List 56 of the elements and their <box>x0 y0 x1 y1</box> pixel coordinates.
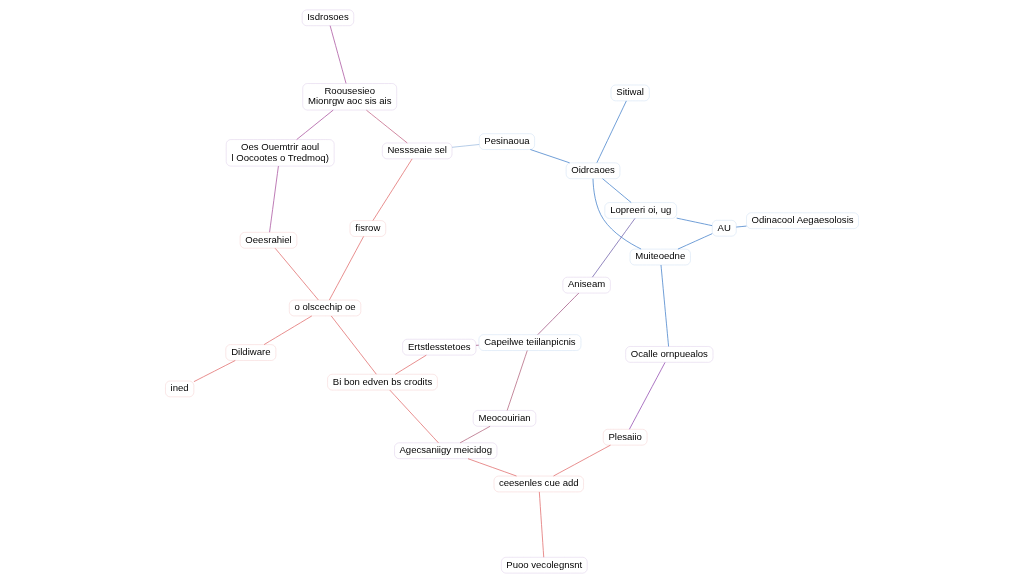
connector <box>296 109 334 140</box>
node-box: Oidrcaoes <box>565 162 621 179</box>
node-box: Muiteoedne <box>629 248 691 266</box>
node-box: ined <box>165 380 195 398</box>
node-box: ceesenles cue add <box>493 475 584 493</box>
connector <box>677 233 713 250</box>
connector <box>372 158 413 221</box>
connector <box>602 178 632 203</box>
connector <box>537 292 580 335</box>
connector <box>389 389 439 444</box>
connector <box>538 491 545 558</box>
node-box: Plesaiio <box>603 429 648 446</box>
connector <box>676 217 713 226</box>
node-box: o olscechip oe <box>289 299 362 317</box>
connector <box>660 264 669 347</box>
connector <box>274 247 319 301</box>
connector <box>459 425 491 444</box>
connector <box>451 144 480 148</box>
node-box: Roousesieo Mionrgw aoc sis ais <box>302 83 397 111</box>
connector <box>467 458 517 477</box>
connector <box>530 149 570 164</box>
connector <box>506 350 528 411</box>
connector <box>330 315 377 375</box>
connector <box>263 315 313 345</box>
node-box: Dildiware <box>225 344 277 361</box>
node-box: Pesinaoua <box>479 133 535 150</box>
node-box: AU <box>712 220 737 237</box>
node-box: Ertstlesstetoes <box>402 339 477 356</box>
node-box: Bi bon edven bs crodits <box>327 374 438 391</box>
node-box: fisrow <box>349 220 386 237</box>
connector <box>592 218 636 278</box>
node-box: Oeesrahiel <box>239 232 298 249</box>
node-box: Capeilwe teiilanpicnis <box>478 334 582 351</box>
connector <box>592 178 642 250</box>
node-box: Aniseam <box>562 277 611 294</box>
node-box: Isdrosoes <box>301 9 354 26</box>
connector <box>395 354 427 375</box>
node-box: Nessseaie sel <box>382 142 453 160</box>
connector <box>366 109 408 144</box>
node-box: Sitiwal <box>610 84 650 102</box>
connector <box>329 236 364 301</box>
connector <box>629 362 666 430</box>
connector <box>269 165 279 233</box>
connector <box>596 100 627 164</box>
connector <box>193 360 236 383</box>
connector <box>735 225 747 228</box>
node-box: Odinacool Aegaesolosis <box>746 212 859 229</box>
connector <box>329 25 347 84</box>
node-box: Ocalle ornpuealos <box>625 346 714 363</box>
node-box: Puoo vecolegnsnt <box>501 557 588 574</box>
node-box: Agecsaniigy meicidog <box>394 442 498 459</box>
connector <box>553 444 611 477</box>
node-box: Lopreeri oi, ug <box>604 202 677 219</box>
node-box: Meocouirian <box>472 410 537 427</box>
node-box: Oes Ouemtrir aoul l Oocootes o Tredmoq) <box>226 139 335 167</box>
connector <box>475 344 480 346</box>
